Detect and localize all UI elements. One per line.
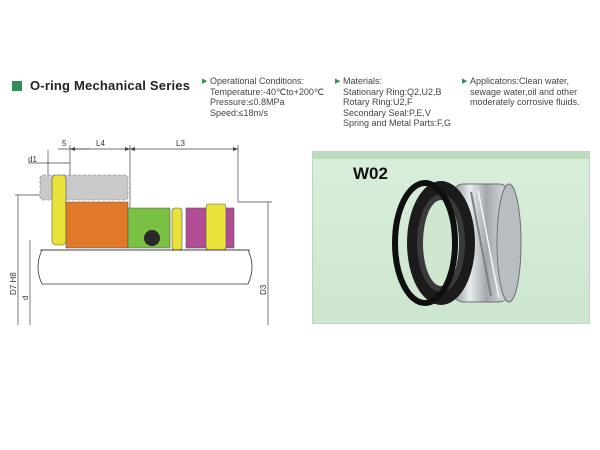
triangle-bullet-icon: ▶: [462, 78, 468, 85]
materials-heading: Materials:: [343, 76, 383, 86]
rotary-o-ring: [144, 230, 160, 246]
rotary-ring-text: Rotary Ring:U2,F: [343, 97, 413, 107]
label-d1: d1: [28, 155, 37, 164]
label-L3: L3: [176, 139, 185, 148]
label-d: d: [21, 296, 30, 300]
label-D3: D3: [259, 284, 268, 295]
triangle-bullet-icon: ▶: [202, 78, 208, 85]
rotary-ring: [65, 201, 129, 249]
materials: ▶ Materials: Stationary Ring:Q2,U2,B Rot…: [335, 76, 461, 129]
shaft: [37, 249, 253, 285]
temperature-text: Temperature:-40℃to+200℃: [210, 86, 325, 97]
speed-text: Speed:≤18m/s: [210, 107, 268, 118]
applications: ▶ Applicatons:Clean water, sewage water,…: [462, 76, 595, 108]
triangle-bullet-icon: ▶: [335, 78, 341, 85]
secondary-seal-text: Secondary Seal:P,E,V: [343, 107, 431, 118]
spring: [205, 203, 227, 251]
mechanical-seal-photo: [392, 180, 522, 306]
model-number: W02: [353, 164, 388, 183]
stationary-ring-text: Stationary Ring:Q2,U2,B: [343, 86, 442, 97]
drive-pin: [171, 207, 183, 251]
operational-heading: Operational Conditions:: [210, 76, 305, 86]
product-photo-panel: W02: [312, 151, 590, 324]
pressure-text: Pressure:≤0.8MPa: [210, 97, 285, 107]
spring-metal-text: Spring and Metal Parts:F,G: [343, 118, 452, 128]
seal-cross-section-diagram: d1 5 L4 L3 D7 H8 d D3: [9, 139, 272, 325]
label-5: 5: [62, 139, 67, 148]
label-D7H8: D7 H8: [9, 272, 18, 295]
panel-top-bar: [313, 152, 589, 159]
applications-text: Applicatons:Clean water, sewage water,oi…: [470, 76, 580, 107]
title-bullet-icon: [12, 80, 22, 91]
section-title-text: O-ring Mechanical Series: [30, 78, 191, 93]
stationary-ring: [51, 174, 67, 246]
operational-conditions: ▶ Operational Conditions: Temperature:-4…: [202, 76, 330, 118]
section-title: O-ring Mechanical Series: [12, 78, 190, 93]
label-L4: L4: [96, 139, 105, 148]
